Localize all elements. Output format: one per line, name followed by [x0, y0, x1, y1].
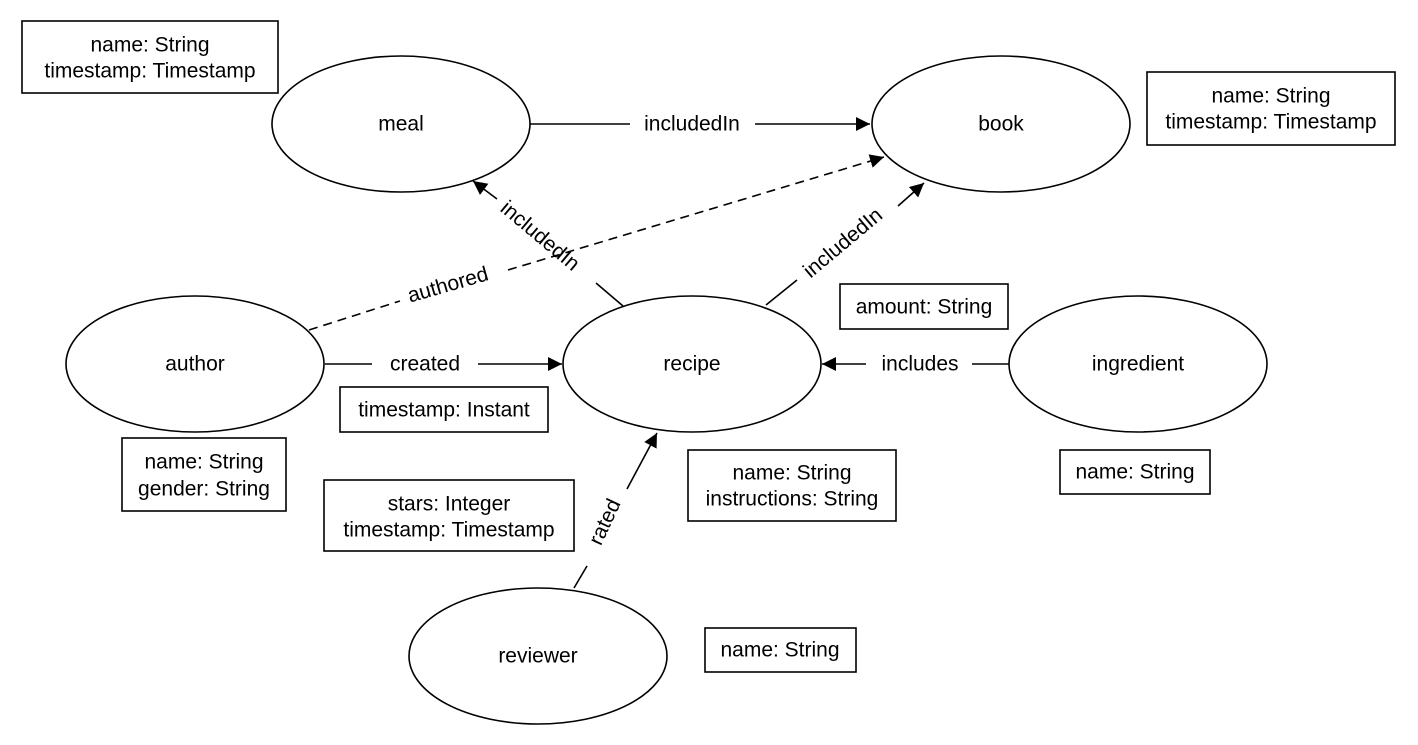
edge-label-ingredient-recipe: includes: [881, 353, 958, 376]
property-text: name: String: [1075, 461, 1194, 484]
edge-label-author-book: authored: [405, 263, 491, 308]
node-label-ingredient: ingredient: [1092, 353, 1184, 376]
property-text: name: String: [144, 451, 263, 474]
node-label-meal: meal: [378, 113, 424, 136]
edge-reviewer-rated-recipe: rated: [573, 432, 658, 589]
property-text: stars: Integer: [388, 493, 511, 516]
node-reviewer: reviewer: [408, 587, 668, 725]
node-author: author: [65, 295, 325, 433]
property-box-ingredient: name: String: [1059, 449, 1211, 495]
edge-meal-includedin-book: includedIn: [530, 113, 870, 136]
node-book: book: [871, 55, 1131, 193]
property-text: timestamp: Timestamp: [343, 519, 554, 542]
edge-label-reviewer-recipe: rated: [584, 495, 625, 548]
node-label-author: author: [165, 353, 225, 376]
property-text: name: String: [90, 34, 209, 57]
property-text: name: String: [1211, 85, 1330, 108]
property-box-reviewer: name: String: [704, 627, 857, 673]
edge-label-recipe-book: includedIn: [799, 203, 887, 282]
edge-recipe-includedin-meal: includedIn: [472, 180, 624, 307]
property-box-author: name: String gender: String: [121, 437, 287, 512]
node-ingredient: ingredient: [1008, 295, 1268, 433]
edge-label-author-recipe: created: [390, 353, 460, 376]
node-label-recipe: recipe: [663, 353, 720, 376]
node-label-book: book: [978, 113, 1024, 136]
property-box-includes-edge: amount: String: [839, 283, 1009, 330]
edge-ingredient-includes-recipe: includes: [822, 353, 1010, 376]
property-text: gender: String: [138, 478, 270, 501]
property-box-meal: name: String timestamp: Timestamp: [21, 20, 279, 94]
edge-author-created-recipe: created: [325, 353, 562, 376]
property-text: name: String: [732, 462, 851, 485]
property-box-recipe: name: String instructions: String: [687, 449, 897, 522]
edge-label-recipe-meal: includedIn: [496, 196, 584, 275]
node-label-reviewer: reviewer: [498, 645, 577, 668]
property-text: timestamp: Instant: [358, 399, 530, 422]
property-text: instructions: String: [706, 488, 879, 511]
property-text: timestamp: Timestamp: [1165, 111, 1376, 134]
property-box-book: name: String timestamp: Timestamp: [1146, 71, 1396, 146]
property-box-rated-edge: stars: Integer timestamp: Timestamp: [323, 479, 575, 552]
edge-label-meal-book: includedIn: [644, 113, 740, 136]
property-text: timestamp: Timestamp: [44, 60, 255, 83]
node-meal: meal: [271, 55, 531, 193]
property-box-created-edge: timestamp: Instant: [339, 386, 549, 433]
property-text: name: String: [720, 639, 839, 662]
property-text: amount: String: [856, 296, 993, 319]
node-recipe: recipe: [562, 295, 822, 433]
